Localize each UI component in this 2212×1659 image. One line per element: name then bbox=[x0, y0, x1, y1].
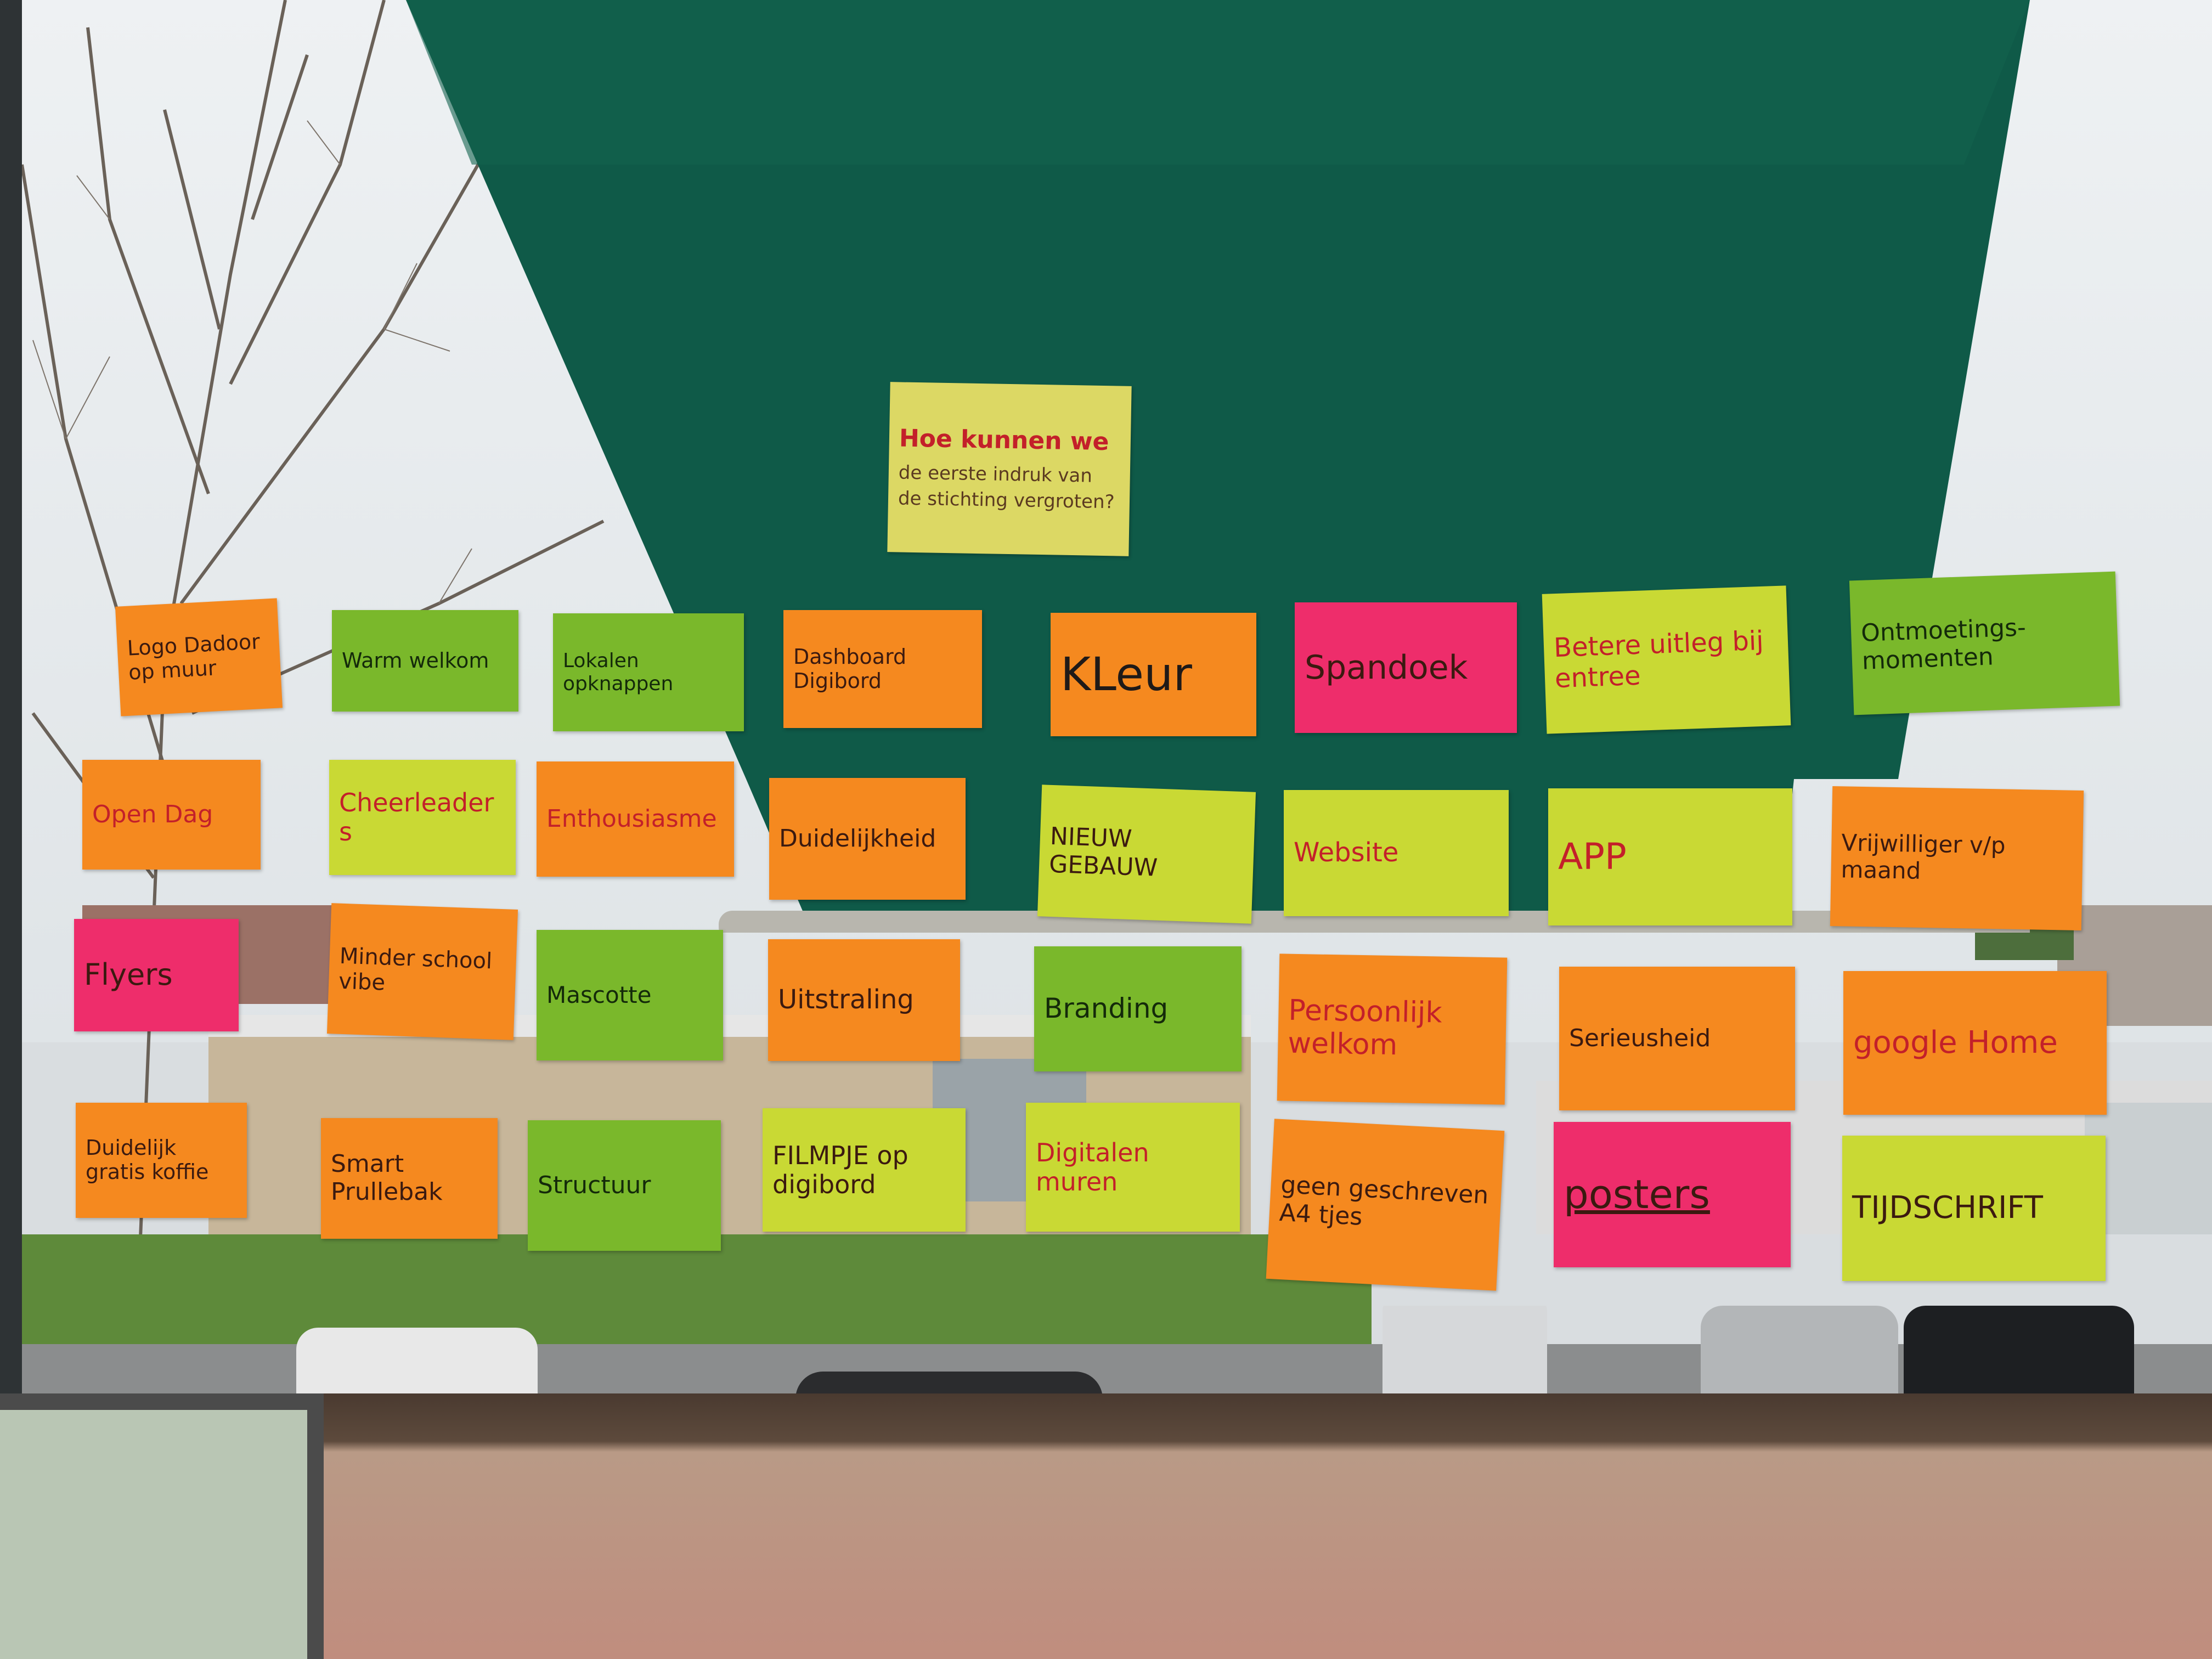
question-note: Hoe kunnen we de eerste indruk van de st… bbox=[887, 382, 1132, 556]
note-text: Warm welkom bbox=[342, 648, 489, 673]
sticky-note: geen geschreven A4 tjes bbox=[1266, 1119, 1505, 1291]
note-text: Ontmoetings-momenten bbox=[1860, 613, 2027, 675]
note-text: Uitstraling bbox=[778, 984, 914, 1015]
note-text: KLeur bbox=[1060, 647, 1192, 702]
sticky-note: APP bbox=[1548, 788, 1792, 926]
note-text: posters bbox=[1564, 1171, 1710, 1218]
sticky-note: Enthousiasme bbox=[537, 761, 734, 877]
note-text: Spandoek bbox=[1305, 648, 1468, 687]
note-text: Mascotte bbox=[546, 981, 652, 1008]
sticky-note: NIEUW GEBAUW bbox=[1037, 785, 1256, 924]
sticky-note: Cheerleaders bbox=[329, 760, 516, 875]
sticky-note: KLeur bbox=[1051, 613, 1256, 736]
sticky-note: Structuur bbox=[528, 1120, 721, 1251]
note-text: google Home bbox=[1853, 1024, 2058, 1060]
sticky-note: Duidelijkheid bbox=[769, 778, 966, 900]
monitor-corner bbox=[0, 1393, 324, 1659]
sticky-note: Open Dag bbox=[82, 760, 261, 870]
sticky-note: Dashboard Digibord bbox=[783, 610, 982, 728]
note-text: Smart Prullebak bbox=[331, 1150, 443, 1206]
note-text: Minder school vibe bbox=[338, 943, 493, 996]
note-text: Vrijwilliger v/p maand bbox=[1841, 829, 2006, 884]
note-text: Logo Dadoor op muur bbox=[126, 629, 261, 685]
note-text: NIEUW GEBAUW bbox=[1048, 822, 1158, 882]
sticky-note: Mascotte bbox=[537, 930, 723, 1060]
note-text: APP bbox=[1558, 836, 1627, 878]
note-text: Lokalen opknappen bbox=[563, 650, 674, 695]
sticky-note: posters bbox=[1554, 1122, 1791, 1267]
note-text: Dashboard Digibord bbox=[793, 644, 907, 693]
note-text: Cheerleaders bbox=[339, 788, 494, 847]
sticky-note: Lokalen opknappen bbox=[553, 613, 744, 731]
sticky-note: Persoonlijk welkom bbox=[1277, 953, 1508, 1105]
note-text: Enthousiasme bbox=[546, 804, 717, 833]
sticky-note: Serieusheid bbox=[1559, 967, 1795, 1110]
sticky-note: Branding bbox=[1034, 946, 1242, 1071]
sticky-note: google Home bbox=[1843, 971, 2107, 1115]
sticky-note: Ontmoetings-momenten bbox=[1849, 571, 2120, 715]
sticky-note: Logo Dadoor op muur bbox=[115, 598, 283, 716]
note-text: FILMPJE op digibord bbox=[772, 1140, 909, 1199]
note-text: geen geschreven A4 tjes bbox=[1278, 1171, 1489, 1231]
note-text: Digitalen muren bbox=[1036, 1137, 1149, 1197]
note-text: Open Dag bbox=[92, 800, 213, 828]
question-line-2: de eerste indruk van bbox=[898, 461, 1093, 487]
note-text: Branding bbox=[1044, 992, 1169, 1025]
question-line-3: de stichting vergroten? bbox=[898, 487, 1115, 514]
sticky-note: Duidelijk gratis koffie bbox=[76, 1103, 247, 1218]
note-text: Structuur bbox=[538, 1171, 651, 1199]
sticky-note: Smart Prullebak bbox=[321, 1118, 498, 1239]
sticky-note: Betere uitleg bij entree bbox=[1542, 585, 1791, 734]
window-frame bbox=[0, 0, 22, 1426]
sticky-note: Spandoek bbox=[1295, 602, 1517, 733]
sticky-note: Minder school vibe bbox=[326, 903, 518, 1040]
sticky-note: Vrijwilliger v/p maand bbox=[1830, 786, 2084, 930]
sticky-note: TIJDSCHRIFT bbox=[1842, 1136, 2106, 1281]
sticky-note: Uitstraling bbox=[768, 939, 960, 1061]
sticky-note: Digitalen muren bbox=[1026, 1103, 1240, 1232]
sticky-note: Warm welkom bbox=[332, 610, 518, 712]
note-text: Website bbox=[1294, 837, 1399, 868]
question-line-1: Hoe kunnen we bbox=[899, 424, 1109, 456]
note-text: Persoonlijk welkom bbox=[1287, 994, 1443, 1062]
sticky-note: Flyers bbox=[74, 919, 239, 1031]
note-text: Duidelijkheid bbox=[779, 824, 936, 853]
note-text: Duidelijk gratis koffie bbox=[86, 1136, 209, 1184]
sticky-note: FILMPJE op digibord bbox=[763, 1108, 966, 1232]
window-sill bbox=[0, 1393, 2212, 1659]
note-text: Flyers bbox=[84, 957, 173, 992]
note-text: TIJDSCHRIFT bbox=[1852, 1190, 2043, 1226]
sticky-note: Website bbox=[1284, 790, 1509, 916]
note-text: Serieusheid bbox=[1569, 1024, 1711, 1052]
note-text: Betere uitleg bij entree bbox=[1553, 625, 1764, 694]
